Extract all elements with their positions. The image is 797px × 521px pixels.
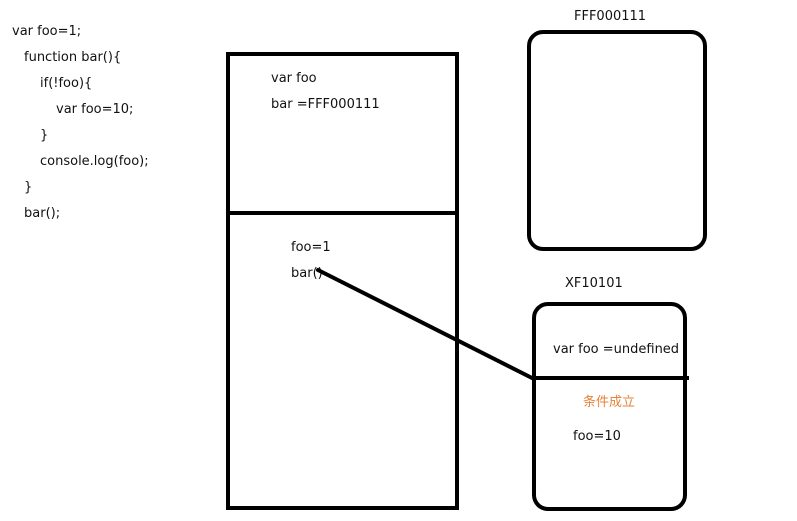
code-line-6: console.log(foo); [40, 154, 149, 169]
global-scope-box [226, 52, 459, 510]
code-line-3: if(!foo){ [40, 76, 93, 91]
global-var-foo: var foo [271, 71, 317, 86]
code-line-5: } [40, 128, 49, 143]
bar-scope-divider [532, 376, 689, 380]
condition-true-note: 条件成立 [583, 395, 636, 410]
bar-var-foo-undefined: var foo =undefined [553, 342, 680, 357]
global-foo-assignment: foo=1 [291, 240, 331, 255]
bar-foo-assignment: foo=10 [573, 429, 621, 444]
call-connector-stroke [316, 268, 536, 381]
bar-scope-box [532, 302, 687, 511]
bar-scope-address: XF10101 [565, 276, 623, 291]
code-line-7: } [24, 180, 33, 195]
global-bar-call: bar() [291, 266, 323, 281]
code-line-2: function bar(){ [24, 50, 122, 65]
function-object-box [527, 30, 707, 251]
function-object-address: FFF000111 [574, 9, 647, 24]
global-scope-divider [226, 211, 459, 215]
code-line-1: var foo=1; [12, 24, 82, 39]
code-line-4: var foo=10; [56, 102, 134, 117]
code-line-8: bar(); [24, 206, 61, 221]
global-bar-reference: bar =FFF000111 [271, 97, 380, 112]
